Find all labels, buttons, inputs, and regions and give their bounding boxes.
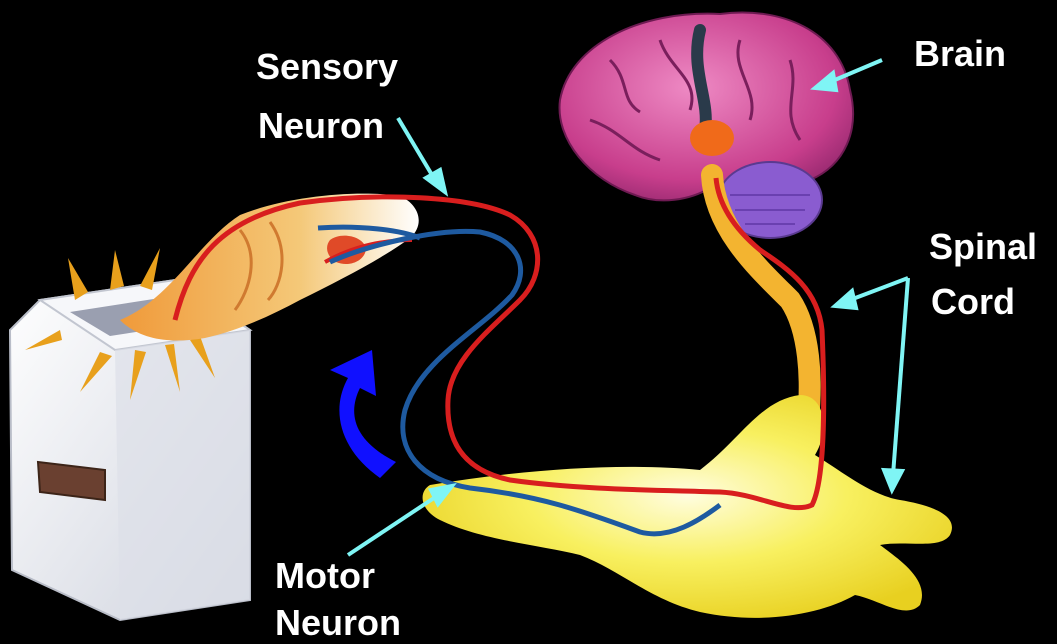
spinal-cord-label-line2: Cord	[931, 281, 1015, 323]
sensory-neuron-label-line1: Sensory	[256, 46, 398, 88]
direction-arrow-icon	[330, 350, 396, 478]
fingertip-icon	[120, 194, 419, 341]
motor-neuron-label-line1: Motor	[275, 555, 375, 597]
brain-label: Brain	[914, 33, 1006, 75]
sensory-neuron-label-line2: Neuron	[258, 105, 384, 147]
spinal-cord-label-line1: Spinal	[929, 226, 1037, 268]
motor-neuron-label-line2: Neuron	[275, 602, 401, 644]
hand-icon	[423, 395, 952, 618]
